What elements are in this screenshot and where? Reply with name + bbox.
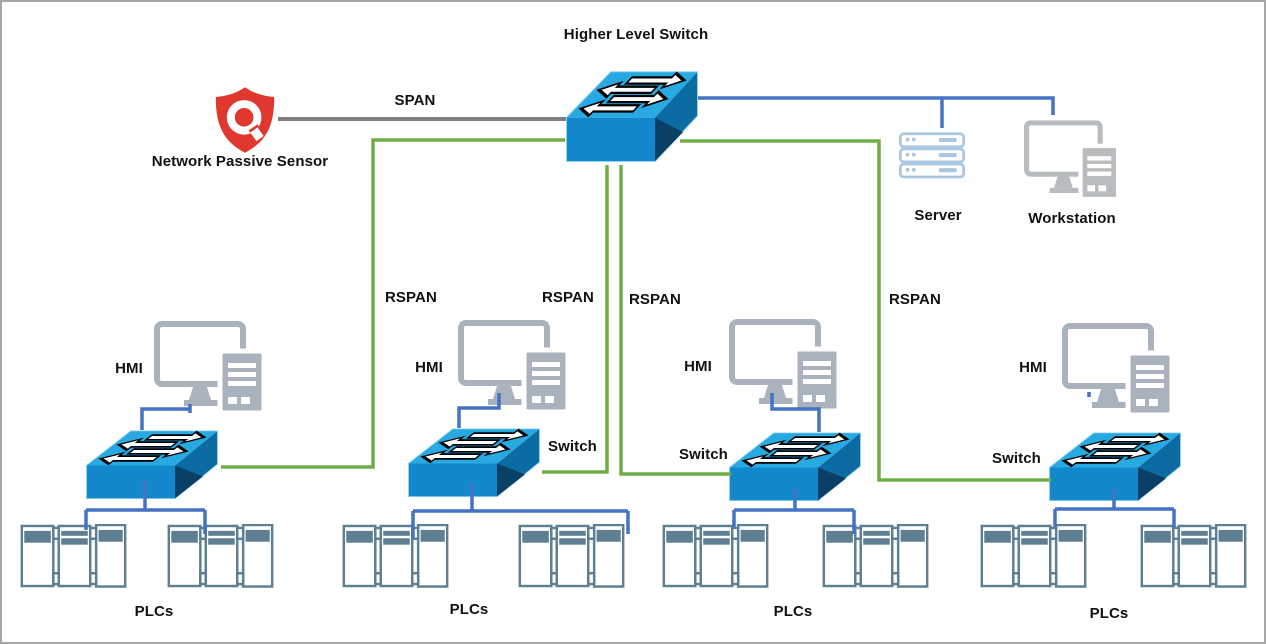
rspan-label-3: RSPAN xyxy=(629,291,681,308)
network-passive-sensor-icon xyxy=(214,86,276,154)
server-icon xyxy=(899,126,965,184)
switch-label-3: Switch xyxy=(679,446,728,463)
sensor-label: Network Passive Sensor xyxy=(151,153,329,170)
rspan-label-4: RSPAN xyxy=(889,291,941,308)
server-workstation-link xyxy=(698,96,1055,128)
plcs-label-1: PLCs xyxy=(134,603,174,620)
hmi-icon-1 xyxy=(154,321,272,415)
rspan-link-3 xyxy=(619,165,731,476)
hmi-icon-3 xyxy=(729,319,847,413)
switch-icon-4 xyxy=(1042,427,1182,501)
rspan-label-1: RSPAN xyxy=(385,289,437,306)
hmi-icon-4 xyxy=(1062,323,1180,417)
plcs-label-3: PLCs xyxy=(773,603,813,620)
rspan-label-2: RSPAN xyxy=(542,289,594,306)
switch-icon-3 xyxy=(722,427,862,501)
hmi-label-4: HMI xyxy=(1019,359,1047,376)
plc-cluster xyxy=(342,524,449,588)
higher-level-switch-icon xyxy=(559,64,699,162)
workstation-icon xyxy=(1024,113,1125,208)
plcs-label-4: PLCs xyxy=(1089,605,1129,622)
switch-label-2: Switch xyxy=(548,438,597,455)
hmi-label-1: HMI xyxy=(115,360,143,377)
plc-cluster xyxy=(20,524,127,588)
hmi-icon-2 xyxy=(458,320,576,414)
plc-cluster xyxy=(518,524,625,588)
workstation-label: Workstation xyxy=(1028,210,1116,227)
switch-icon-2 xyxy=(401,423,541,497)
switch-icon-1 xyxy=(79,425,219,499)
plc-cluster xyxy=(662,524,769,588)
hmi-label-3: HMI xyxy=(684,358,712,375)
plc-cluster xyxy=(1140,524,1247,588)
rspan-link-2 xyxy=(542,165,609,474)
plc-cluster xyxy=(167,524,274,588)
higher-level-switch-label: Higher Level Switch xyxy=(563,26,709,43)
plc-cluster xyxy=(822,524,929,588)
switch-label-4: Switch xyxy=(992,450,1041,467)
server-label: Server xyxy=(914,207,962,224)
plc-cluster xyxy=(980,524,1087,588)
hmi-label-2: HMI xyxy=(415,359,443,376)
plcs-label-2: PLCs xyxy=(449,601,489,618)
span-label: SPAN xyxy=(394,92,436,109)
